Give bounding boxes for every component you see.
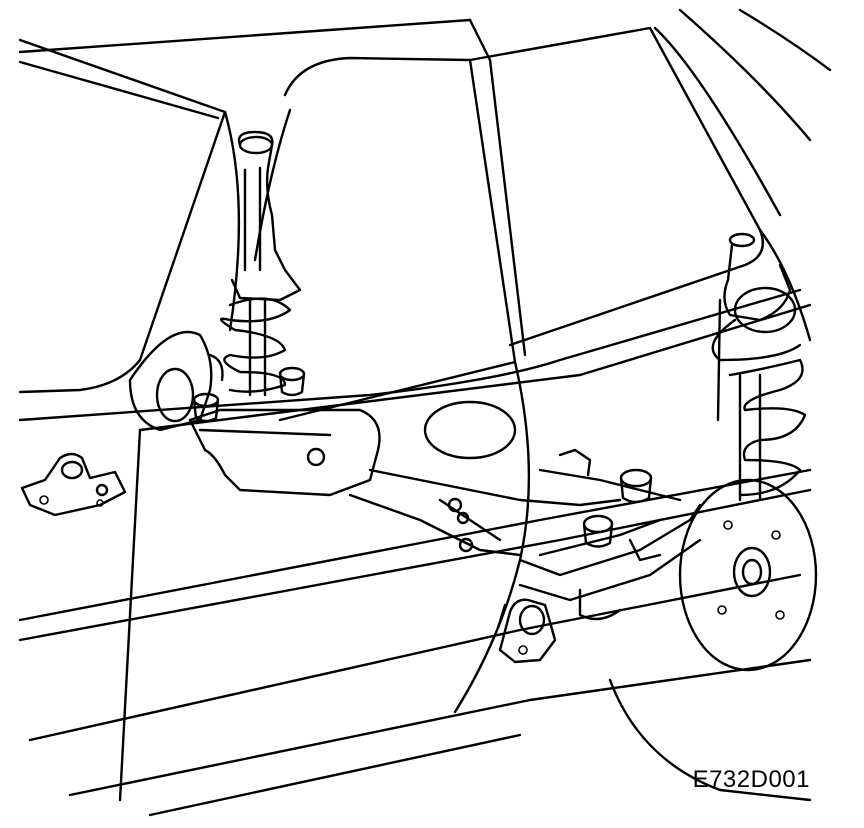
lower-control-arm <box>518 503 702 621</box>
rear-subframe <box>188 366 682 557</box>
right-strut-assembly <box>678 232 818 672</box>
right-mount-bracket <box>496 598 557 664</box>
left-mount-bracket <box>20 452 127 517</box>
vehicle-body-outline <box>18 8 832 817</box>
left-strut-assembly <box>128 130 302 432</box>
figure-code-label: E732D001 <box>692 766 810 793</box>
